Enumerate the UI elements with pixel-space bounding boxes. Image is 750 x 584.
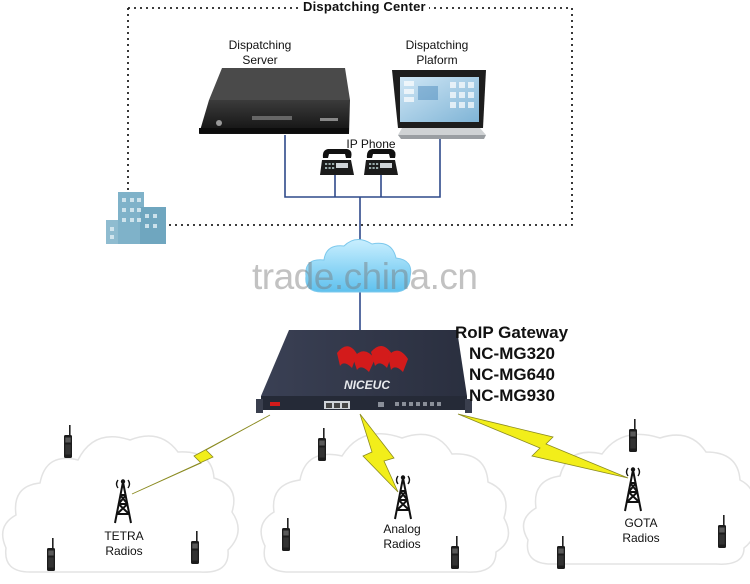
- dispatching-platform-label-line: Plaform: [399, 53, 475, 68]
- analog-radios-label-line: Radios: [372, 537, 432, 552]
- gateway-label-line: RoIP Gateway: [455, 322, 568, 343]
- gateway-label: RoIP Gateway NC-MG320 NC-MG640 NC-MG930: [455, 322, 568, 406]
- handheld-radio-icon: [318, 428, 326, 461]
- network-links: [285, 135, 440, 335]
- tetra-radios-label-line: TETRA: [94, 529, 154, 544]
- gota-radios-label-line: GOTA: [611, 516, 671, 531]
- gota-radios-label-line: Radios: [611, 531, 671, 546]
- handheld-radio-icon: [629, 419, 637, 452]
- dispatching-platform-icon: [392, 70, 486, 139]
- dispatching-server-label-line: Server: [222, 53, 298, 68]
- handheld-radio-icon: [64, 425, 72, 458]
- analog-radios-label: Analog Radios: [372, 522, 432, 552]
- gateway-label-line: NC-MG640: [469, 364, 568, 385]
- roip-gateway-device-icon: NICEUC: [256, 330, 472, 413]
- building-icon: [106, 192, 166, 244]
- dispatching-server-label-line: Dispatching: [222, 38, 298, 53]
- tetra-radios-label: TETRA Radios: [94, 529, 154, 559]
- gateway-label-line: NC-MG320: [469, 343, 568, 364]
- ip-phone-label: IP Phone: [338, 137, 404, 152]
- tetra-radios-label-line: Radios: [94, 544, 154, 559]
- dispatching-center-frame: [128, 8, 572, 225]
- dispatching-server-icon: [199, 68, 350, 134]
- gateway-label-line: NC-MG930: [469, 385, 568, 406]
- gota-radios-label: GOTA Radios: [611, 516, 671, 546]
- dispatching-center-title: Dispatching Center: [300, 0, 429, 14]
- analog-radios-label-line: Analog: [372, 522, 432, 537]
- dispatching-platform-label: Dispatching Plaform: [399, 38, 475, 68]
- device-brand-text: NICEUC: [344, 378, 390, 392]
- dispatching-platform-label-line: Dispatching: [399, 38, 475, 53]
- dispatching-server-label: Dispatching Server: [222, 38, 298, 68]
- ip-phone-icon: [320, 149, 354, 175]
- watermark-text: trade.china.cn: [252, 256, 477, 298]
- ip-phone-icon: [364, 149, 398, 175]
